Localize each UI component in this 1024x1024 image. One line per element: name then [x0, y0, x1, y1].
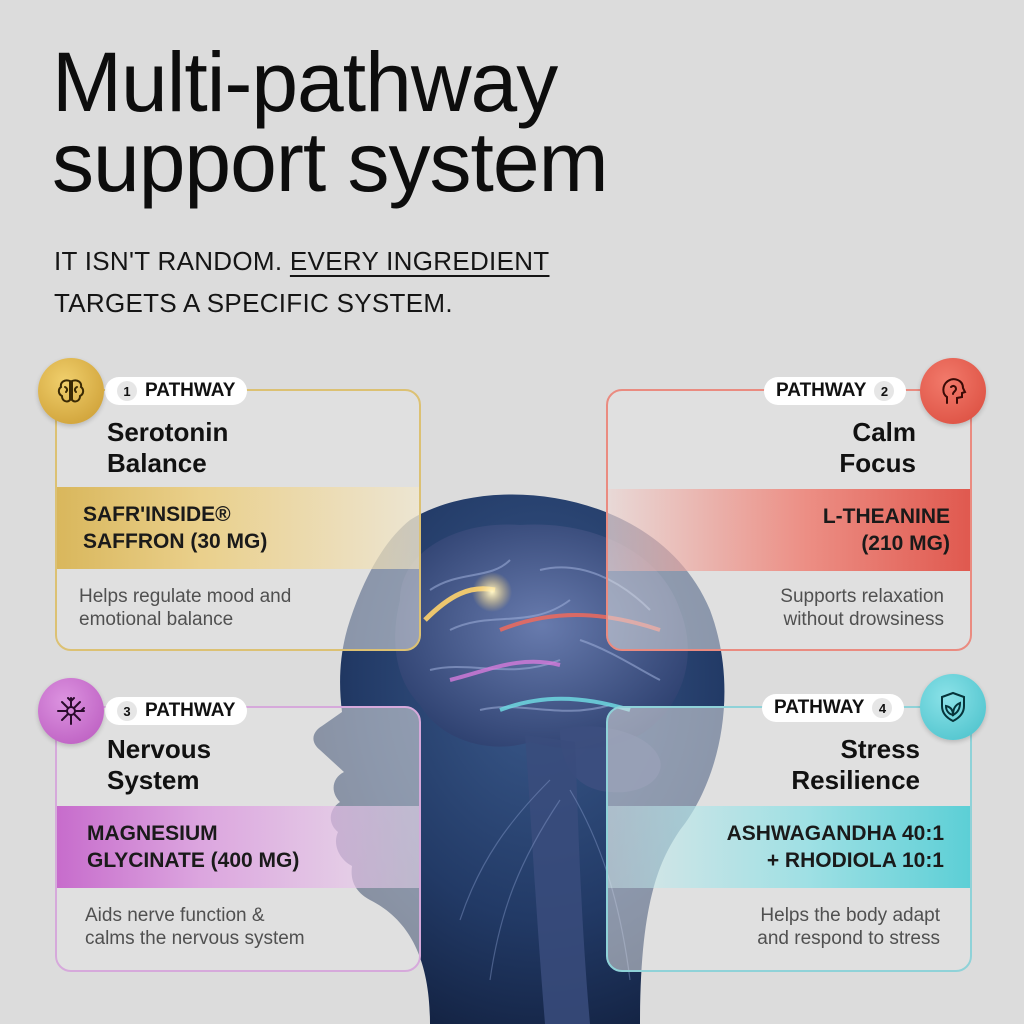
pathway-card-4: Stress Resilience ASHWAGANDHA 40:1 + RHO… — [606, 706, 972, 972]
pathway-1-ingredient-line-1: SAFR'INSIDE® — [83, 503, 231, 526]
pathway-card-3: Nervous System MAGNESIUM GLYCINATE (400 … — [55, 706, 421, 972]
subtitle-line-1-underlined: EVERY INGREDIENT — [289, 246, 550, 276]
subtitle-line-1-a: IT ISN'T RANDOM. — [54, 246, 290, 276]
pathway-3-name-line-2: System — [107, 765, 200, 795]
subtitle: IT ISN'T RANDOM. EVERY INGREDIENT TARGET… — [54, 240, 549, 324]
pathway-4-name-line-1: Stress — [840, 734, 921, 764]
pathway-card-1: Serotonin Balance SAFR'INSIDE® SAFFRON (… — [55, 389, 421, 651]
pathway-1-ingredient: SAFR'INSIDE® SAFFRON (30 MG) — [57, 487, 419, 569]
pathway-3-ingredient: MAGNESIUM GLYCINATE (400 MG) — [57, 806, 419, 888]
pathway-2-ingredient-line-1: L-THEANINE — [822, 505, 950, 528]
pathway-4-ingredient-line-2: + RHODIOLA 10:1 — [766, 849, 944, 872]
shield-leaf-icon — [920, 674, 986, 740]
pathway-glow-violet — [449, 659, 561, 682]
neuron-icon — [38, 678, 104, 744]
pathway-3-number: 3 — [117, 701, 137, 721]
pathway-3-name: Nervous System — [107, 734, 211, 796]
brain-stem — [525, 735, 590, 1024]
title-line-1: Multi-pathway — [52, 35, 558, 129]
subtitle-line-1: IT ISN'T RANDOM. EVERY INGREDIENT — [54, 240, 549, 282]
pathway-1-pill: 1 PATHWAY — [105, 377, 248, 405]
pathway-3-ingredient-line-2: GLYCINATE (400 MG) — [87, 849, 300, 872]
pathway-2-description: Supports relaxation without drowsiness — [780, 585, 944, 631]
brain-icon — [38, 358, 104, 424]
pathway-glow-teal — [499, 696, 631, 712]
pathway-4-ingredient-line-1: ASHWAGANDHA 40:1 — [726, 822, 944, 845]
pathway-4-description-line-2: and respond to stress — [757, 928, 940, 949]
pathway-4-description: Helps the body adapt and respond to stre… — [757, 904, 940, 950]
pathway-3-name-line-1: Nervous — [107, 734, 212, 764]
title-line-2: support system — [52, 115, 609, 209]
pathway-2-name: Calm Focus — [839, 417, 916, 479]
pathway-1-name: Serotonin Balance — [107, 417, 228, 479]
pathway-1-description-line-1: Helps regulate mood and — [79, 586, 292, 607]
pathway-1-label: PATHWAY — [145, 380, 236, 401]
pathway-4-pill: PATHWAY 4 — [762, 694, 905, 722]
pathway-2-label: PATHWAY — [776, 380, 867, 401]
pathway-4-name-line-2: Resilience — [791, 765, 920, 795]
pathway-2-description-line-1: Supports relaxation — [780, 586, 944, 607]
pathway-3-description-line-2: calms the nervous system — [85, 928, 305, 949]
page-title: Multi-pathway support system — [52, 35, 609, 209]
pathway-3-label: PATHWAY — [145, 700, 236, 721]
pathway-card-2: Calm Focus L-THEANINE (210 MG) Supports … — [606, 389, 972, 651]
pathway-1-name-line-1: Serotonin — [107, 417, 229, 447]
pathway-3-description-line-1: Aids nerve function & — [85, 905, 265, 926]
pathway-2-description-line-2: without drowsiness — [783, 609, 944, 630]
pathway-1-number: 1 — [117, 381, 137, 401]
pathway-4-name: Stress Resilience — [791, 734, 920, 796]
pathway-2-ingredient-line-2: (210 MG) — [861, 532, 950, 555]
pathway-1-name-line-2: Balance — [107, 448, 207, 478]
head-profile-icon — [920, 358, 986, 424]
pathway-2-ingredient: L-THEANINE (210 MG) — [608, 489, 970, 571]
pathway-1-description: Helps regulate mood and emotional balanc… — [79, 585, 291, 631]
pathway-1-description-line-2: emotional balance — [79, 609, 234, 630]
pathway-4-number: 4 — [872, 698, 893, 718]
pathway-3-pill: 3 PATHWAY — [105, 697, 248, 725]
pathway-3-description: Aids nerve function & calms the nervous … — [85, 904, 305, 950]
pathway-2-number: 2 — [874, 381, 895, 401]
pathway-4-label: PATHWAY — [774, 697, 865, 718]
pathway-3-ingredient-line-1: MAGNESIUM — [87, 822, 218, 845]
pathway-4-description-line-1: Helps the body adapt — [760, 905, 940, 926]
pathway-2-name-line-1: Calm — [852, 417, 916, 447]
pathway-2-name-line-2: Focus — [839, 448, 916, 478]
pathway-1-ingredient-line-2: SAFFRON (30 MG) — [83, 530, 268, 553]
subtitle-line-2: TARGETS A SPECIFIC SYSTEM. — [54, 288, 453, 318]
pathway-glow-spot — [472, 572, 512, 612]
pathway-2-pill: PATHWAY 2 — [764, 377, 907, 405]
pathway-4-ingredient: ASHWAGANDHA 40:1 + RHODIOLA 10:1 — [608, 806, 970, 888]
